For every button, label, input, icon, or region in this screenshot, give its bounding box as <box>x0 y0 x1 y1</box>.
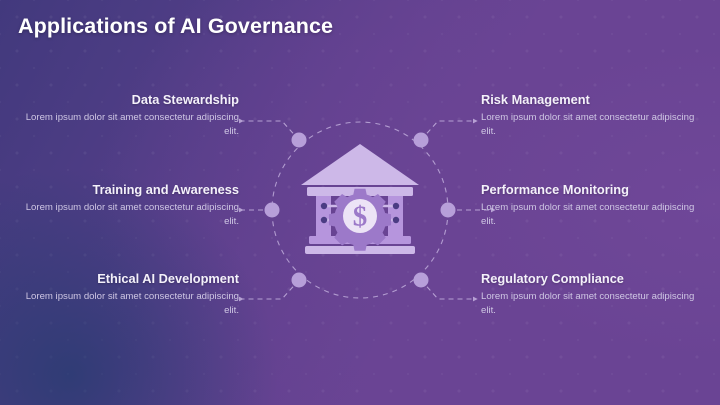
item-data-stewardship[interactable]: Data Stewardship Lorem ipsum dolor sit a… <box>24 92 239 139</box>
item-body: Lorem ipsum dolor sit amet consectetur a… <box>25 290 239 316</box>
item-title: Regulatory Compliance <box>481 271 624 286</box>
orbit-node-training-awareness[interactable] <box>264 202 280 218</box>
bank-gear-dollar-icon: $ <box>301 144 419 254</box>
orbit-node-ethical-ai[interactable] <box>291 272 307 288</box>
item-body: Lorem ipsum dolor sit amet consectetur a… <box>481 111 695 137</box>
item-title: Risk Management <box>481 92 590 107</box>
bank-roof-icon <box>301 144 419 185</box>
connector-risk-management <box>420 118 478 141</box>
item-regulatory-compliance[interactable]: Regulatory Compliance Lorem ipsum dolor … <box>481 271 696 318</box>
item-ethical-ai-development[interactable]: Ethical AI Development Lorem ipsum dolor… <box>24 271 239 318</box>
connector-ethical-ai <box>238 279 300 302</box>
item-title: Ethical AI Development <box>97 271 239 286</box>
bank-column-left-icon <box>316 196 331 236</box>
connector-data-stewardship <box>238 118 300 141</box>
item-body: Lorem ipsum dolor sit amet consectetur a… <box>25 201 239 227</box>
gear-icon: $ <box>328 188 392 251</box>
orbit-node-performance-monitoring[interactable] <box>440 202 456 218</box>
item-body: Lorem ipsum dolor sit amet consectetur a… <box>25 111 239 137</box>
page-title: Applications of AI Governance <box>18 14 334 38</box>
item-title: Data Stewardship <box>131 92 239 107</box>
gear-center-disc-icon <box>343 199 377 233</box>
item-body: Lorem ipsum dolor sit amet consectetur a… <box>481 290 695 316</box>
dollar-sign-icon: $ <box>353 201 368 233</box>
item-training-awareness[interactable]: Training and Awareness Lorem ipsum dolor… <box>24 182 239 229</box>
item-performance-monitoring[interactable]: Performance Monitoring Lorem ipsum dolor… <box>481 182 696 229</box>
circuit-nodes-icon <box>320 202 400 224</box>
item-risk-management[interactable]: Risk Management Lorem ipsum dolor sit am… <box>481 92 696 139</box>
connector-regulatory-compliance <box>420 279 478 302</box>
item-title: Training and Awareness <box>92 182 239 197</box>
item-title: Performance Monitoring <box>481 182 629 197</box>
item-body: Lorem ipsum dolor sit amet consectetur a… <box>481 201 695 227</box>
orbit-node-regulatory-compliance[interactable] <box>413 272 429 288</box>
